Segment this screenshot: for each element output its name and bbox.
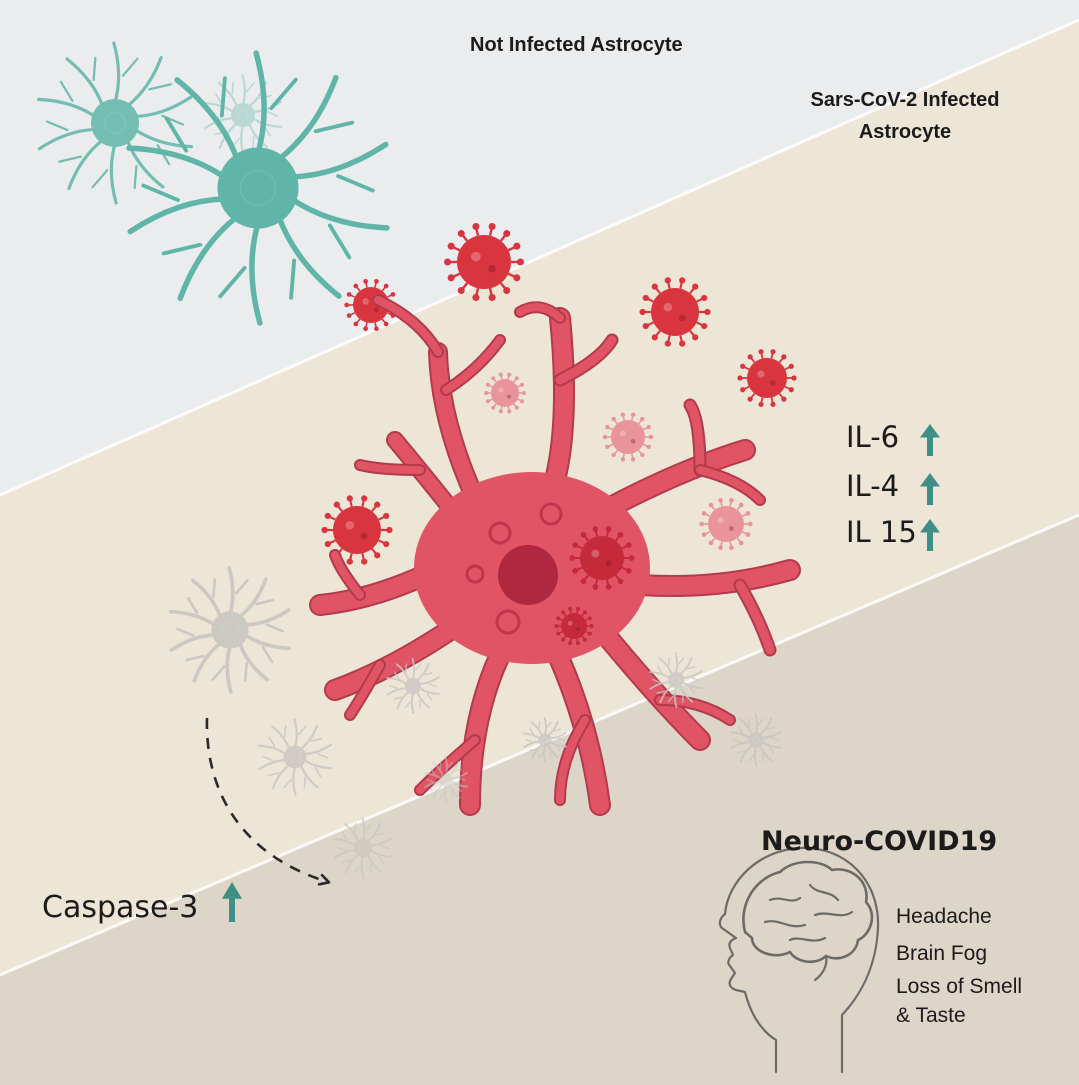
caspase-label: Caspase-3 — [42, 890, 199, 925]
symptom-item: & Taste — [896, 1004, 966, 1027]
apoptotic-astrocyte-icon — [168, 566, 292, 694]
cytokine-label: IL-4 — [846, 469, 900, 503]
infected-title: Sars-CoV-2 Infected Astrocyte — [810, 89, 1000, 143]
apoptotic-astrocyte-icon — [386, 658, 440, 714]
infected-astrocyte-icon — [309, 294, 801, 816]
coronavirus-icon — [737, 349, 797, 407]
coronavirus-icon — [444, 222, 524, 302]
neuro-covid-title: Neuro-COVID19 — [761, 826, 998, 857]
apoptotic-astrocyte-icon — [730, 713, 782, 767]
apoptotic-astrocytes — [168, 566, 782, 879]
coronavirus-icon — [569, 526, 635, 590]
nucleus — [498, 545, 558, 605]
cytokine-label: IL-6 — [846, 420, 900, 454]
coronavirus-icon — [639, 277, 711, 347]
viruses — [321, 222, 797, 565]
healthy-astrocyte-icon — [126, 50, 390, 326]
coronavirus-icon — [699, 497, 753, 551]
healthy-astrocytes — [36, 41, 390, 326]
apoptotic-astrocyte-icon — [649, 652, 703, 708]
coronavirus-icon — [484, 372, 526, 414]
symptom-item: Loss of Smell — [896, 975, 1023, 998]
band-divider-upper — [0, 18, 1079, 497]
not-infected-title: Not Infected Astrocyte — [470, 34, 683, 56]
brain-head-profile-icon — [718, 846, 880, 1074]
dashed-curved-arrow-icon — [205, 717, 328, 882]
up-arrow-icon — [920, 473, 940, 505]
coronavirus-icon — [321, 495, 393, 565]
intracellular-viruses — [554, 526, 635, 646]
up-arrow-icon — [920, 519, 940, 551]
background-bottom-band — [0, 515, 1079, 1085]
symptom-item: Brain Fog — [896, 942, 988, 965]
coronavirus-icon — [602, 412, 654, 462]
band-divider-lower — [0, 513, 1079, 977]
cytokine-label: IL 15 — [846, 515, 917, 549]
up-arrow-icon — [222, 882, 242, 922]
healthy-astrocyte-icon — [36, 41, 194, 205]
up-arrow-icon — [920, 424, 940, 456]
apoptotic-astrocyte-icon — [257, 717, 333, 797]
apoptotic-astrocyte-icon — [333, 817, 393, 879]
symptom-item: Headache — [896, 905, 992, 928]
coronavirus-icon — [554, 606, 594, 646]
up-arrows — [222, 424, 940, 922]
apoptotic-astrocyte-icon — [522, 717, 568, 763]
apoptotic-astrocyte-icon — [423, 757, 469, 803]
